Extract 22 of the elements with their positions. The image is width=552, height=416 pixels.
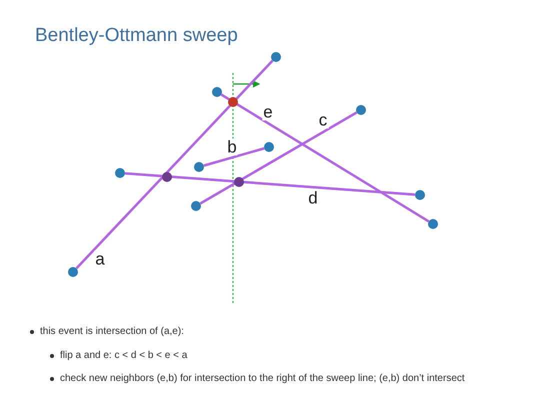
endpoint-dot bbox=[212, 87, 222, 97]
line-segment bbox=[76, 60, 274, 270]
endpoint-dot bbox=[68, 267, 78, 277]
bullet-text: this event is intersection of (a,e): bbox=[40, 325, 466, 338]
endpoint-dot bbox=[194, 162, 204, 172]
line-segment bbox=[124, 172, 416, 196]
endpoint-dot bbox=[115, 168, 125, 178]
line-segment bbox=[200, 111, 358, 205]
endpoint-dot bbox=[191, 201, 201, 211]
edge-label: d bbox=[307, 190, 319, 206]
line-segment bbox=[203, 147, 265, 167]
endpoint-dot bbox=[271, 52, 281, 62]
endpoint-dot bbox=[428, 219, 438, 229]
endpoint-dot bbox=[264, 142, 274, 152]
bullet-text: check new neighbors (e,b) for intersection to the right of the sweep line; (e,b) don’t intersect bbox=[60, 372, 466, 385]
endpoint-dot bbox=[415, 190, 425, 200]
slide-title: Bentley-Ottmann sweep bbox=[35, 25, 238, 47]
edge-label: b bbox=[226, 138, 238, 156]
bullet-text: flip a and e: c < d < b < e < a bbox=[60, 349, 466, 362]
line-segment bbox=[220, 94, 430, 222]
edge-label: a bbox=[94, 250, 106, 268]
endpoint-dot bbox=[356, 105, 366, 115]
